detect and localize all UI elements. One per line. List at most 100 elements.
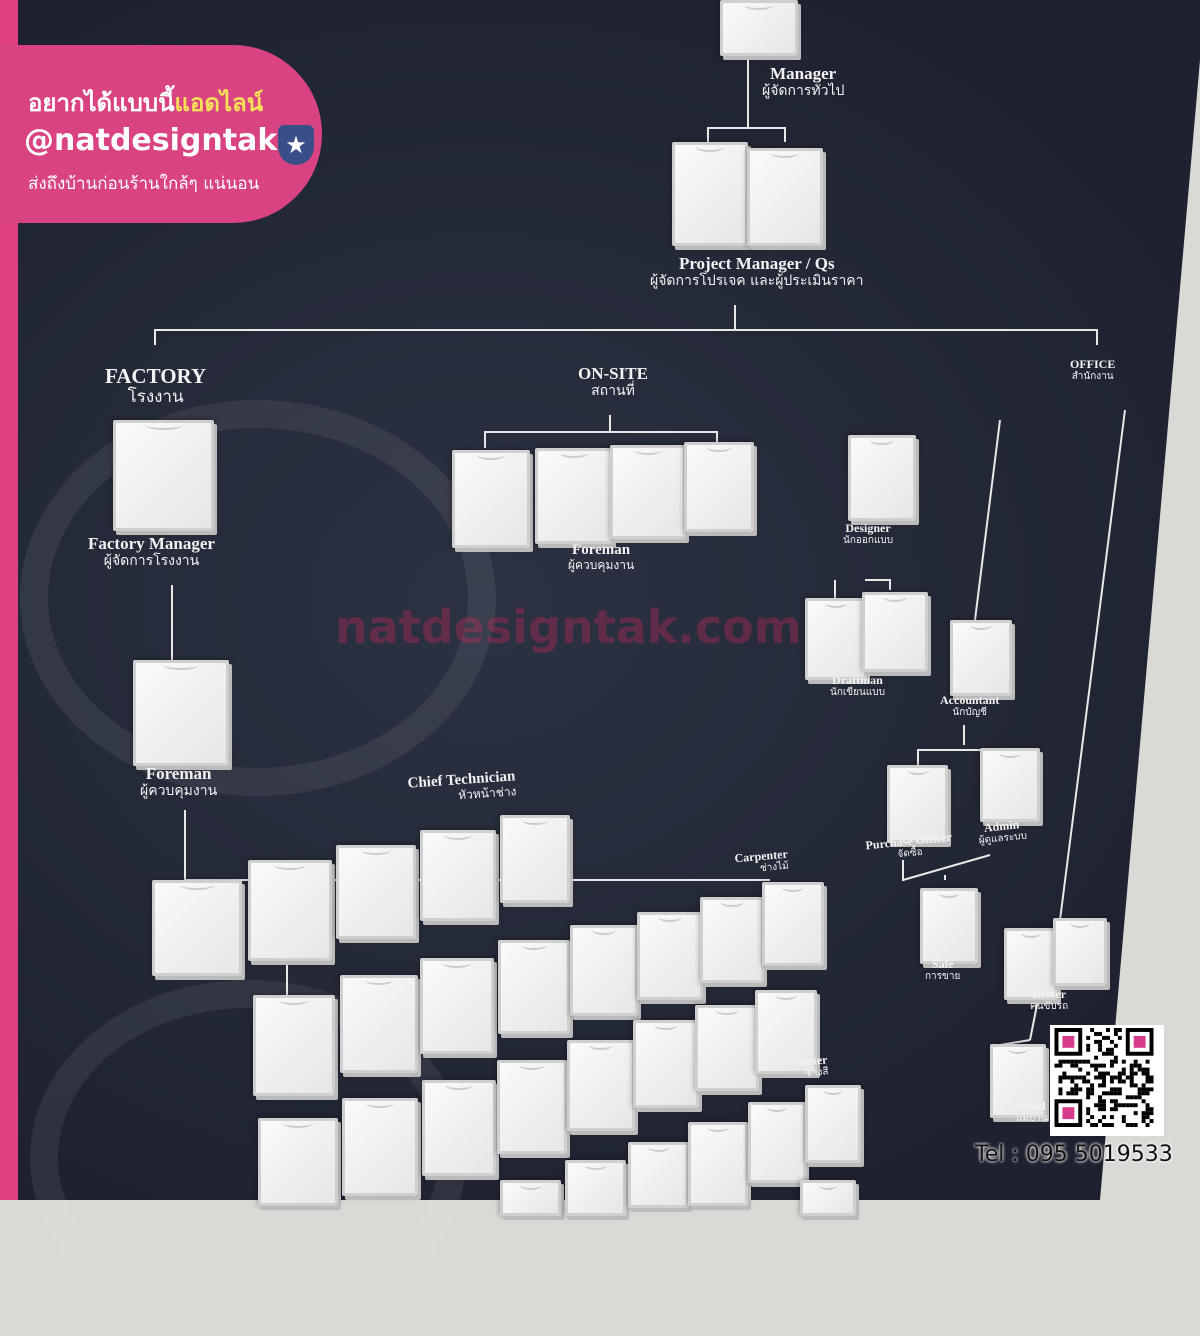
label-en: Project Manager / Qs bbox=[678, 254, 835, 273]
name-card-holder bbox=[628, 1142, 689, 1208]
name-card-holder bbox=[420, 830, 496, 921]
name-card-holder bbox=[805, 598, 867, 680]
label-en: Accountant bbox=[940, 693, 1000, 707]
label-th: ผู้ควบคุมงาน bbox=[568, 557, 635, 572]
label-en: Manager bbox=[770, 64, 837, 83]
watermark: natdesigntak.com bbox=[335, 600, 802, 654]
name-card-holder bbox=[610, 445, 686, 539]
name-card-holder bbox=[990, 1044, 1046, 1118]
telephone-number: Tel : 095 5019533 bbox=[975, 1142, 1173, 1167]
label-th: ผู้จัดการโปรเจค และผู้ประเมินราคา bbox=[650, 272, 864, 289]
name-card-holder bbox=[570, 925, 638, 1016]
label-en: Factory Manager bbox=[88, 534, 215, 553]
label-en: Driver bbox=[1032, 987, 1067, 1001]
label-th: โรงงาน bbox=[127, 387, 184, 408]
name-card-holder bbox=[800, 1180, 856, 1216]
name-card-holder bbox=[258, 1118, 338, 1206]
label-en: Maid bbox=[1018, 1099, 1046, 1113]
name-card-holder bbox=[500, 815, 570, 903]
name-card-holder bbox=[113, 420, 214, 531]
name-card-holder bbox=[805, 1085, 861, 1163]
label-th: นักเขียนแบบ bbox=[830, 687, 885, 699]
label-th: สำนักงาน bbox=[1071, 371, 1114, 383]
label-en: FACTORY bbox=[105, 364, 207, 388]
label-th: คนขับรถ bbox=[1030, 1001, 1069, 1013]
label-en: ON-SITE bbox=[578, 364, 648, 383]
name-card-holder bbox=[633, 1020, 699, 1108]
name-card-holder bbox=[420, 958, 494, 1054]
name-card-holder bbox=[748, 1102, 806, 1183]
name-card-holder bbox=[920, 888, 978, 964]
name-card-holder bbox=[498, 940, 570, 1034]
name-card-holder bbox=[500, 1180, 561, 1216]
label-en: Sale bbox=[932, 957, 954, 971]
name-card-holder bbox=[755, 990, 817, 1074]
name-card-holder bbox=[700, 897, 764, 983]
label-en: OFFICE bbox=[1070, 357, 1116, 371]
label-en: Foreman bbox=[572, 542, 631, 558]
name-card-holder bbox=[950, 620, 1012, 696]
name-card-holder bbox=[637, 912, 703, 1000]
name-card-holder bbox=[762, 882, 824, 966]
label-en: Designer bbox=[845, 521, 891, 535]
label-en: Foreman bbox=[145, 764, 212, 783]
name-card-holder bbox=[567, 1040, 635, 1131]
name-card-holder bbox=[133, 660, 229, 766]
name-card-holder bbox=[336, 845, 416, 939]
label-en: Draftman bbox=[832, 673, 883, 687]
name-card-holder bbox=[565, 1160, 626, 1216]
name-card-holder bbox=[1053, 918, 1107, 986]
promo-headline-main: อยากได้แบบนี้ bbox=[28, 89, 175, 117]
qr-code-icon[interactable] bbox=[1050, 1025, 1164, 1136]
name-card-holder bbox=[497, 1060, 567, 1154]
name-card-holder bbox=[152, 880, 242, 976]
name-card-holder bbox=[720, 0, 798, 56]
name-card-holder bbox=[422, 1080, 496, 1176]
name-card-holder bbox=[695, 1005, 759, 1091]
name-card-holder bbox=[848, 435, 916, 521]
label-th: การขาย bbox=[925, 971, 961, 983]
promo-subline: ส่งถึงบ้านก่อนร้านใกล้ๆ แน่นอน bbox=[28, 174, 260, 194]
name-card-holder bbox=[1004, 928, 1058, 1000]
name-card-holder bbox=[340, 975, 418, 1073]
name-card-holder bbox=[452, 450, 530, 548]
name-card-holder bbox=[253, 995, 335, 1096]
name-card-holder bbox=[535, 448, 613, 544]
label-th: แม่บ้าน bbox=[1016, 1113, 1048, 1125]
label-th: ผู้จัดการทั่วไป bbox=[762, 82, 845, 99]
promo-banner[interactable]: อยากได้แบบนี้แอดไลน์ @natdesigntak ★ ส่ง… bbox=[0, 45, 322, 223]
name-card-holder bbox=[342, 1098, 418, 1196]
name-card-holder bbox=[672, 142, 748, 246]
name-card-holder bbox=[980, 748, 1040, 822]
star-shield-icon: ★ bbox=[278, 125, 314, 165]
brand-strip bbox=[0, 0, 18, 1200]
name-card-holder bbox=[688, 1122, 748, 1206]
promo-headline: อยากได้แบบนี้แอดไลน์ bbox=[28, 83, 263, 122]
label-th: นักบัญชี bbox=[952, 707, 987, 719]
name-card-holder bbox=[248, 860, 332, 961]
name-card-holder bbox=[747, 148, 823, 246]
label-th: ผู้ควบคุมงาน bbox=[140, 782, 218, 799]
promo-headline-highlight: แอดไลน์ bbox=[174, 89, 264, 117]
name-card-holder bbox=[684, 442, 754, 532]
name-card-holder bbox=[887, 765, 948, 843]
label-th: สถานที่ bbox=[591, 382, 635, 399]
line-handle[interactable]: @natdesigntak bbox=[24, 123, 278, 158]
label-th: นักออกแบบ bbox=[843, 535, 894, 547]
